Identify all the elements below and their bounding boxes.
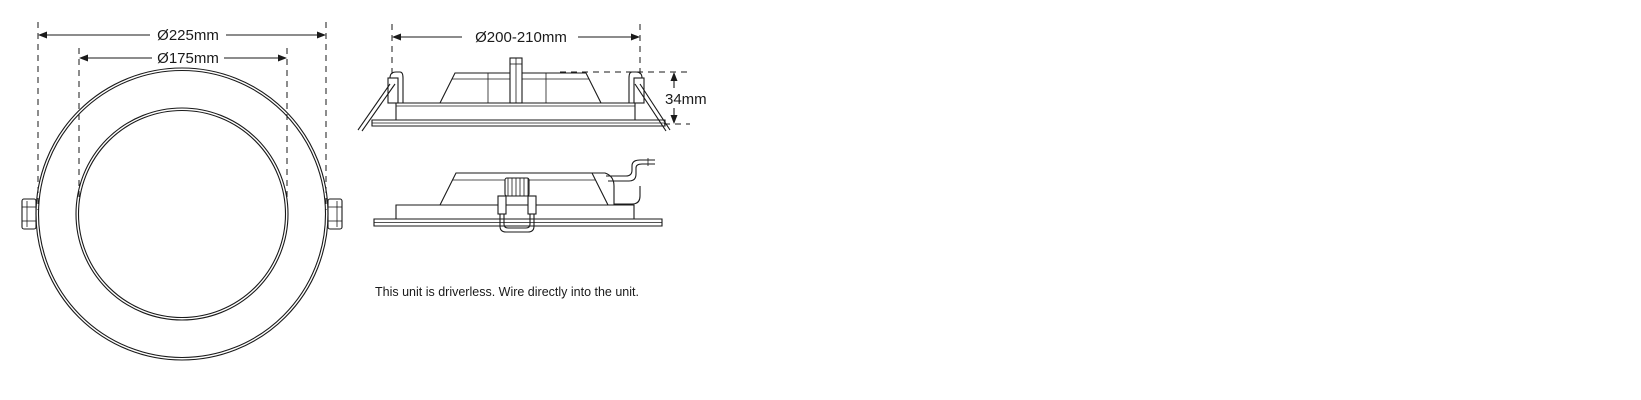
installation-note: This unit is driverless. Wire directly i… (375, 285, 639, 299)
cutout-dimension: Ø200-210mm (392, 29, 640, 46)
inner-diameter-dimension: Ø175mm (79, 50, 287, 67)
left-clip-tab (21, 198, 37, 230)
height-label: 34mm (665, 91, 707, 108)
height-dimension: 34mm (665, 72, 707, 124)
top-view: Ø225mm Ø175mm (21, 22, 343, 361)
inner-diameter-label: Ø175mm (157, 50, 219, 67)
base-plate (395, 204, 635, 220)
outer-diameter-dimension: Ø225mm (38, 27, 326, 44)
side-view-cable (373, 158, 663, 233)
cable (606, 159, 655, 177)
diffuser-ring (75, 107, 289, 321)
outer-ring-inner-edge (37, 69, 327, 359)
spring-clip (497, 177, 537, 233)
connector (575, 172, 615, 205)
fixture-body-side (357, 57, 671, 132)
outer-diameter-label: Ø225mm (157, 27, 219, 44)
diffuser-inner-edge (77, 109, 287, 319)
cutout-diameter-label: Ø200-210mm (475, 29, 567, 46)
side-view-clips: Ø200-210mm 34mm (357, 24, 707, 132)
right-clip-tab (327, 198, 343, 230)
outer-ring (35, 67, 329, 361)
